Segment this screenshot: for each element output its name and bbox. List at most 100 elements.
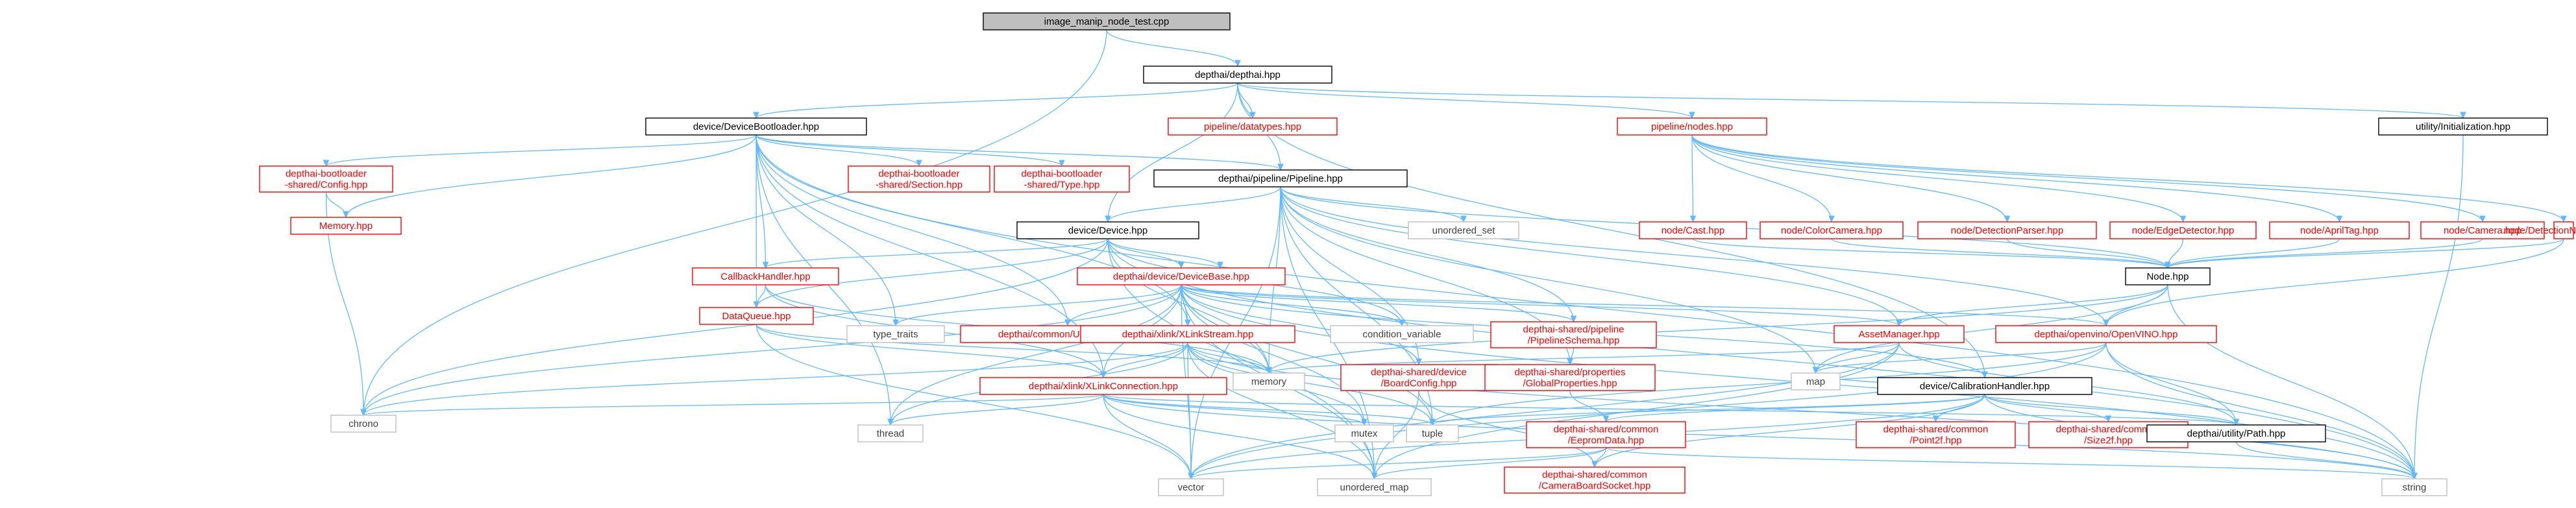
edge-arrowhead <box>2105 415 2112 423</box>
edge-line <box>1815 342 2107 374</box>
edge-line <box>1107 186 1281 223</box>
edge-line <box>1190 342 2107 479</box>
node-box <box>1406 424 1459 442</box>
node-memoryhpp[interactable]: Memory.hpp <box>290 217 402 235</box>
node-nodes[interactable]: pipeline/nodes.hpp <box>1617 117 1767 136</box>
edge-line <box>1107 82 1238 223</box>
node-assetmgr[interactable]: AssetManager.hpp <box>1834 325 1965 343</box>
edge-xlinkconn-to-thread <box>887 394 1104 426</box>
node-cbhandler[interactable]: CallbackHandler.hpp <box>692 267 839 285</box>
node-apriltag[interactable]: node/AprilTag.hpp <box>2269 221 2410 239</box>
edge-arrowhead <box>343 211 349 219</box>
edge-line <box>1107 238 1221 269</box>
edge-blconfig-to-memoryhpp <box>325 191 349 219</box>
node-blconfig[interactable]: depthai-bootloader-shared/Config.hpp <box>259 165 393 193</box>
edge-line <box>363 238 1109 416</box>
node-label: vector <box>1178 482 1205 493</box>
edge-line <box>755 134 896 326</box>
node-label: depthai/device/DeviceBase.hpp <box>1113 271 1249 282</box>
node-box <box>1490 321 1657 348</box>
node-root[interactable]: image_manip_node_test.cpp <box>983 12 1231 30</box>
edge-arrowhead <box>1416 358 1422 366</box>
node-pipeschema[interactable]: depthai-shared/pipeline/PipelineSchema.h… <box>1490 321 1657 348</box>
node-box <box>699 307 814 325</box>
node-box <box>1233 372 1305 391</box>
node-eeprom[interactable]: depthai-shared/common/EepromData.hpp <box>1526 421 1686 448</box>
node-xlinkconn[interactable]: depthai/xlink/XLinkConnection.hpp <box>979 377 1227 395</box>
node-datatypes[interactable]: pipeline/datatypes.hpp <box>1168 117 1338 136</box>
edge-device-to-cbhandler <box>762 238 1109 269</box>
node-label: device/CalibrationHandler.hpp <box>1920 381 2050 392</box>
edge-line <box>1237 82 1985 378</box>
node-label: node/DetectionNetwork.hpp <box>2503 225 2576 236</box>
node-devbase[interactable]: depthai/device/DeviceBase.hpp <box>1077 267 1286 285</box>
node-calib[interactable]: device/CalibrationHandler.hpp <box>1877 377 2092 395</box>
node-label: depthai-shared/common <box>1883 424 1989 435</box>
edge-line <box>1692 238 2168 269</box>
node-globalprops[interactable]: depthai-shared/properties/GlobalProperti… <box>1484 364 1656 391</box>
node-label: /CameraBoardSocket.hpp <box>1539 481 1651 492</box>
edge-line <box>363 394 1104 416</box>
edge-line <box>890 394 1104 426</box>
node-label: depthai-shared/device <box>1371 367 1467 378</box>
edge-devbase-to-pipeschema <box>1181 284 1577 323</box>
edge-line <box>1187 342 1192 479</box>
edge-line <box>1106 29 1238 67</box>
node-edgedet[interactable]: node/EdgeDetector.hpp <box>2109 221 2257 239</box>
edge-line <box>1898 284 2168 326</box>
node-detnet[interactable]: node/DetectionNetwork.hpp <box>2503 221 2576 239</box>
edge-line <box>2167 238 2564 269</box>
node-detparser[interactable]: node/DetectionParser.hpp <box>1917 221 2097 239</box>
node-bltype[interactable]: depthai-bootloader-shared/Type.hpp <box>994 165 1130 193</box>
node-devbl[interactable]: device/DeviceBootloader.hpp <box>645 117 867 136</box>
edge-arrowhead <box>1188 472 1194 480</box>
edge-line <box>1067 284 1182 326</box>
node-nodehpp[interactable]: Node.hpp <box>2125 267 2211 285</box>
edge-arrowhead <box>2103 319 2109 327</box>
node-camsocket[interactable]: depthai-shared/common/CameraBoardSocket.… <box>1504 466 1686 494</box>
node-dataqueue[interactable]: DataQueue.hpp <box>699 307 814 325</box>
edge-detparser-to-nodehpp <box>2006 238 2171 269</box>
node-box <box>1340 364 1497 391</box>
edge-arrowhead <box>1105 215 1111 223</box>
edge-nodes-to-detparser <box>1691 134 2011 223</box>
edge-arrowhead <box>892 319 899 327</box>
node-box <box>1016 221 1199 239</box>
edge-line <box>1594 394 1985 468</box>
node-path[interactable]: depthai/utility/Path.hpp <box>2146 424 2326 442</box>
node-label: -shared/Type.hpp <box>1024 180 1100 191</box>
node-colorcam[interactable]: node/ColorCamera.hpp <box>1760 221 1904 239</box>
node-box <box>1077 267 1286 285</box>
node-label: utility/Initialization.hpp <box>2416 121 2510 132</box>
node-camera[interactable]: node/Camera.hpp <box>2420 221 2545 239</box>
node-label: /PipelineSchema.hpp <box>1528 335 1620 346</box>
edge-detnet-to-nodehpp <box>2165 238 2564 269</box>
edge-arrowhead <box>1184 319 1191 327</box>
node-xlinkstream[interactable]: depthai/xlink/XLinkStream.hpp <box>1080 325 1295 343</box>
node-box <box>2378 117 2548 136</box>
edge-line <box>2105 342 2237 426</box>
node-init[interactable]: utility/Initialization.hpp <box>2378 117 2548 136</box>
edge-openvino-to-path <box>2105 342 2240 426</box>
node-blsection[interactable]: depthai-bootloader-shared/Section.hpp <box>848 165 990 193</box>
node-label: condition_variable <box>1363 329 1441 340</box>
node-label: pipeline/nodes.hpp <box>1651 121 1733 132</box>
node-label: -shared/Section.hpp <box>876 180 963 191</box>
edge-eeprom-to-vector <box>1188 447 1607 480</box>
edge-devbl-to-bltype <box>755 134 1065 167</box>
edge-line <box>1831 238 2168 269</box>
edge-arrowhead <box>1570 315 1577 323</box>
node-cast[interactable]: node/Cast.hpp <box>1639 221 1747 239</box>
node-openvino[interactable]: depthai/openvino/OpenVINO.hpp <box>1995 325 2217 343</box>
node-point2f[interactable]: depthai-shared/common/Point2f.hpp <box>1856 421 2016 448</box>
edge-line <box>363 284 1182 416</box>
node-boardcfg[interactable]: depthai-shared/device/BoardConfig.hpp <box>1340 364 1497 391</box>
node-depthai[interactable]: depthai/depthai.hpp <box>1143 66 1332 84</box>
node-pipeline[interactable]: depthai/pipeline/Pipeline.hpp <box>1153 169 1408 187</box>
edge-line <box>1280 186 1464 223</box>
node-label: type_traits <box>873 329 918 340</box>
node-device[interactable]: device/Device.hpp <box>1016 221 1199 239</box>
node-label: node/Camera.hpp <box>2444 225 2521 236</box>
node-label: node/DetectionParser.hpp <box>1951 225 2063 236</box>
